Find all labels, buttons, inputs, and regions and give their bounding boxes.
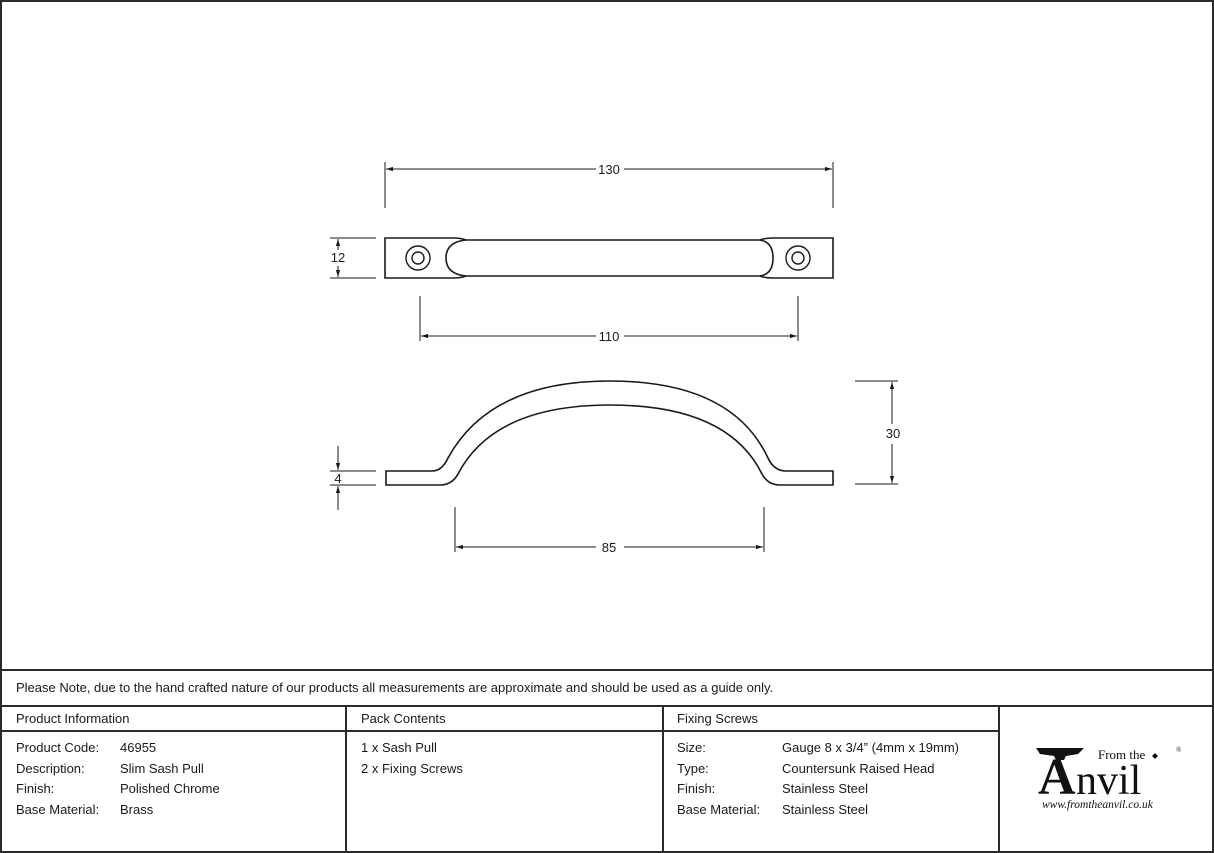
product-information-title: Product Information	[16, 711, 130, 726]
divider-section-headers	[0, 730, 1000, 732]
divider-note-bottom	[0, 705, 1214, 707]
screw-base-material-value: Stainless Steel	[782, 802, 868, 817]
divider-col-2	[662, 706, 664, 853]
size-value: Gauge 8 x 3/4” (4mm x 19mm)	[782, 740, 959, 755]
logo-initial: A	[1038, 749, 1076, 806]
product-code-label: Product Code:	[16, 740, 100, 755]
registered-mark: ®	[1176, 746, 1182, 754]
diamond-icon	[1152, 753, 1158, 759]
type-value: Countersunk Raised Head	[782, 761, 935, 776]
divider-col-3	[998, 706, 1000, 853]
product-code-value: 46955	[120, 740, 157, 755]
dimension-inner-span: 85	[602, 540, 616, 555]
measurement-disclaimer: Please Note, due to the hand crafted nat…	[16, 680, 774, 695]
dimension-hole-centres: 110	[599, 329, 620, 344]
logo-wordmark: nvil	[1076, 758, 1141, 804]
divider-col-1	[345, 706, 347, 853]
description-label: Description:	[16, 761, 85, 776]
divider-note-top	[0, 669, 1214, 671]
base-material-label: Base Material:	[16, 802, 100, 817]
top-view	[330, 162, 834, 341]
screw-finish-value: Stainless Steel	[782, 781, 868, 796]
dimension-height: 12	[331, 250, 345, 265]
finish-value: Polished Chrome	[120, 781, 220, 796]
screw-finish-label: Finish:	[677, 781, 716, 796]
logo-url: www.fromtheanvil.co.uk	[1042, 799, 1154, 811]
pack-item-text: 1 x Sash Pull	[361, 740, 437, 755]
dimension-projection: 30	[886, 426, 900, 441]
fixing-screws-title: Fixing Screws	[677, 711, 758, 726]
from-the-anvil-logo: A nvil From the ® www.fromtheanvil.co.uk	[1036, 746, 1182, 811]
pack-item-text: 2 x Fixing Screws	[361, 761, 463, 776]
technical-drawing: 130 12 110 4 30 85	[330, 162, 900, 555]
finish-label: Finish:	[16, 781, 55, 796]
side-view	[330, 380, 898, 552]
anvil-icon	[1036, 748, 1084, 760]
description-value: Slim Sash Pull	[120, 761, 204, 776]
size-label: Size:	[677, 740, 706, 755]
screw-base-material-label: Base Material:	[677, 802, 761, 817]
dimension-overall-length: 130	[598, 162, 620, 177]
type-label: Type:	[677, 761, 709, 776]
base-material-value: Brass	[120, 802, 154, 817]
logo-small-text: From the	[1098, 747, 1146, 762]
pack-contents-title: Pack Contents	[361, 711, 446, 726]
dimension-thickness: 4	[334, 471, 341, 486]
